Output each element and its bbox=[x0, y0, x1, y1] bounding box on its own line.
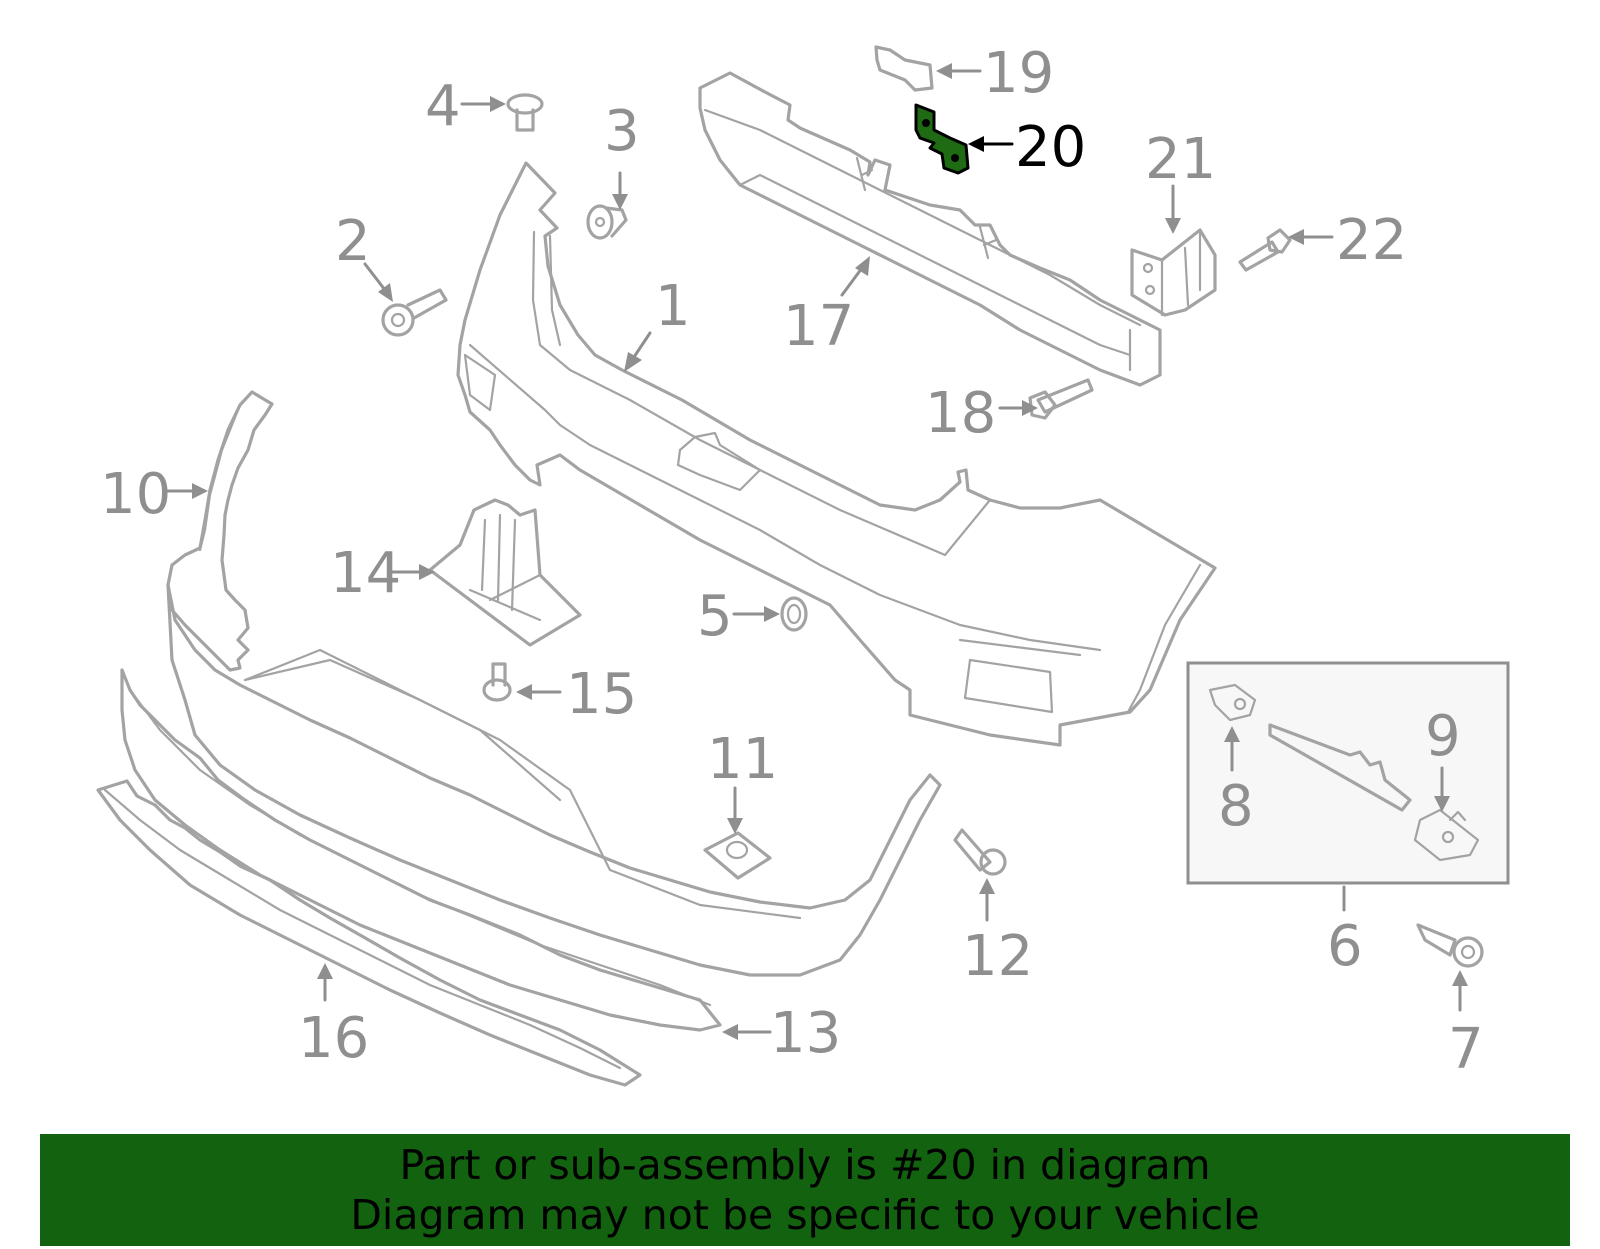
callout-22[interactable]: 22 bbox=[1336, 208, 1407, 273]
part-1-bumper-cover bbox=[456, 161, 1217, 747]
part-11-nut bbox=[703, 831, 772, 880]
callout-3[interactable]: 3 bbox=[604, 99, 640, 164]
callout-12[interactable]: 12 bbox=[962, 924, 1033, 989]
part-16-lower-strip bbox=[96, 779, 642, 1087]
part-6-kit-box bbox=[1186, 661, 1510, 885]
part-15-pin bbox=[482, 662, 512, 702]
part-4-clip bbox=[506, 93, 544, 132]
callout-5[interactable]: 5 bbox=[697, 584, 733, 649]
part-7-screw bbox=[1416, 923, 1484, 968]
callout-6[interactable]: 6 bbox=[1327, 914, 1363, 979]
callout-11[interactable]: 11 bbox=[707, 727, 778, 792]
info-banner: Part or sub-assembly is #20 in diagram D… bbox=[40, 1134, 1570, 1246]
callout-15[interactable]: 15 bbox=[566, 662, 637, 727]
callout-17[interactable]: 17 bbox=[783, 294, 854, 359]
callout-9[interactable]: 9 bbox=[1425, 704, 1461, 769]
callout-1[interactable]: 1 bbox=[655, 274, 691, 339]
part-10-side-strip bbox=[166, 390, 274, 672]
callout-8[interactable]: 8 bbox=[1218, 774, 1254, 839]
callout-2[interactable]: 2 bbox=[335, 209, 371, 274]
callout-19[interactable]: 19 bbox=[983, 41, 1054, 106]
callout-14[interactable]: 14 bbox=[330, 541, 401, 606]
callout-18[interactable]: 18 bbox=[925, 381, 996, 446]
callout-16[interactable]: 16 bbox=[298, 1006, 369, 1071]
part-20-highlighted-bracket[interactable] bbox=[914, 103, 970, 175]
part-3-grommet bbox=[586, 204, 628, 240]
callout-13[interactable]: 13 bbox=[770, 1001, 841, 1066]
part-5-grommet bbox=[780, 596, 808, 632]
banner-line-disclaimer: Diagram may not be specific to your vehi… bbox=[350, 1191, 1260, 1239]
part-9-nut bbox=[1448, 810, 1467, 822]
callout-leaders bbox=[163, 63, 1468, 1040]
part-2-screw bbox=[381, 288, 448, 337]
part-14-bracket bbox=[428, 498, 582, 647]
part-22-bolt bbox=[1238, 228, 1292, 272]
part-21-mount-bracket bbox=[1130, 228, 1217, 317]
part-19-clip bbox=[874, 45, 934, 92]
part-12-bolt bbox=[953, 828, 1007, 876]
callout-20-highlighted[interactable]: 20 bbox=[1015, 115, 1086, 180]
part-13-lower-valance bbox=[120, 668, 722, 1032]
part-18-bolt bbox=[1028, 378, 1094, 420]
callout-21[interactable]: 21 bbox=[1145, 127, 1216, 192]
part-8-clip bbox=[1233, 697, 1247, 711]
part-17-reinforcement-beam bbox=[698, 71, 1162, 387]
callout-7[interactable]: 7 bbox=[1448, 1017, 1484, 1082]
callout-10[interactable]: 10 bbox=[100, 462, 171, 527]
callout-4[interactable]: 4 bbox=[425, 74, 461, 139]
banner-line-part-number: Part or sub-assembly is #20 in diagram bbox=[399, 1141, 1211, 1189]
part-lower-lip bbox=[166, 583, 942, 977]
